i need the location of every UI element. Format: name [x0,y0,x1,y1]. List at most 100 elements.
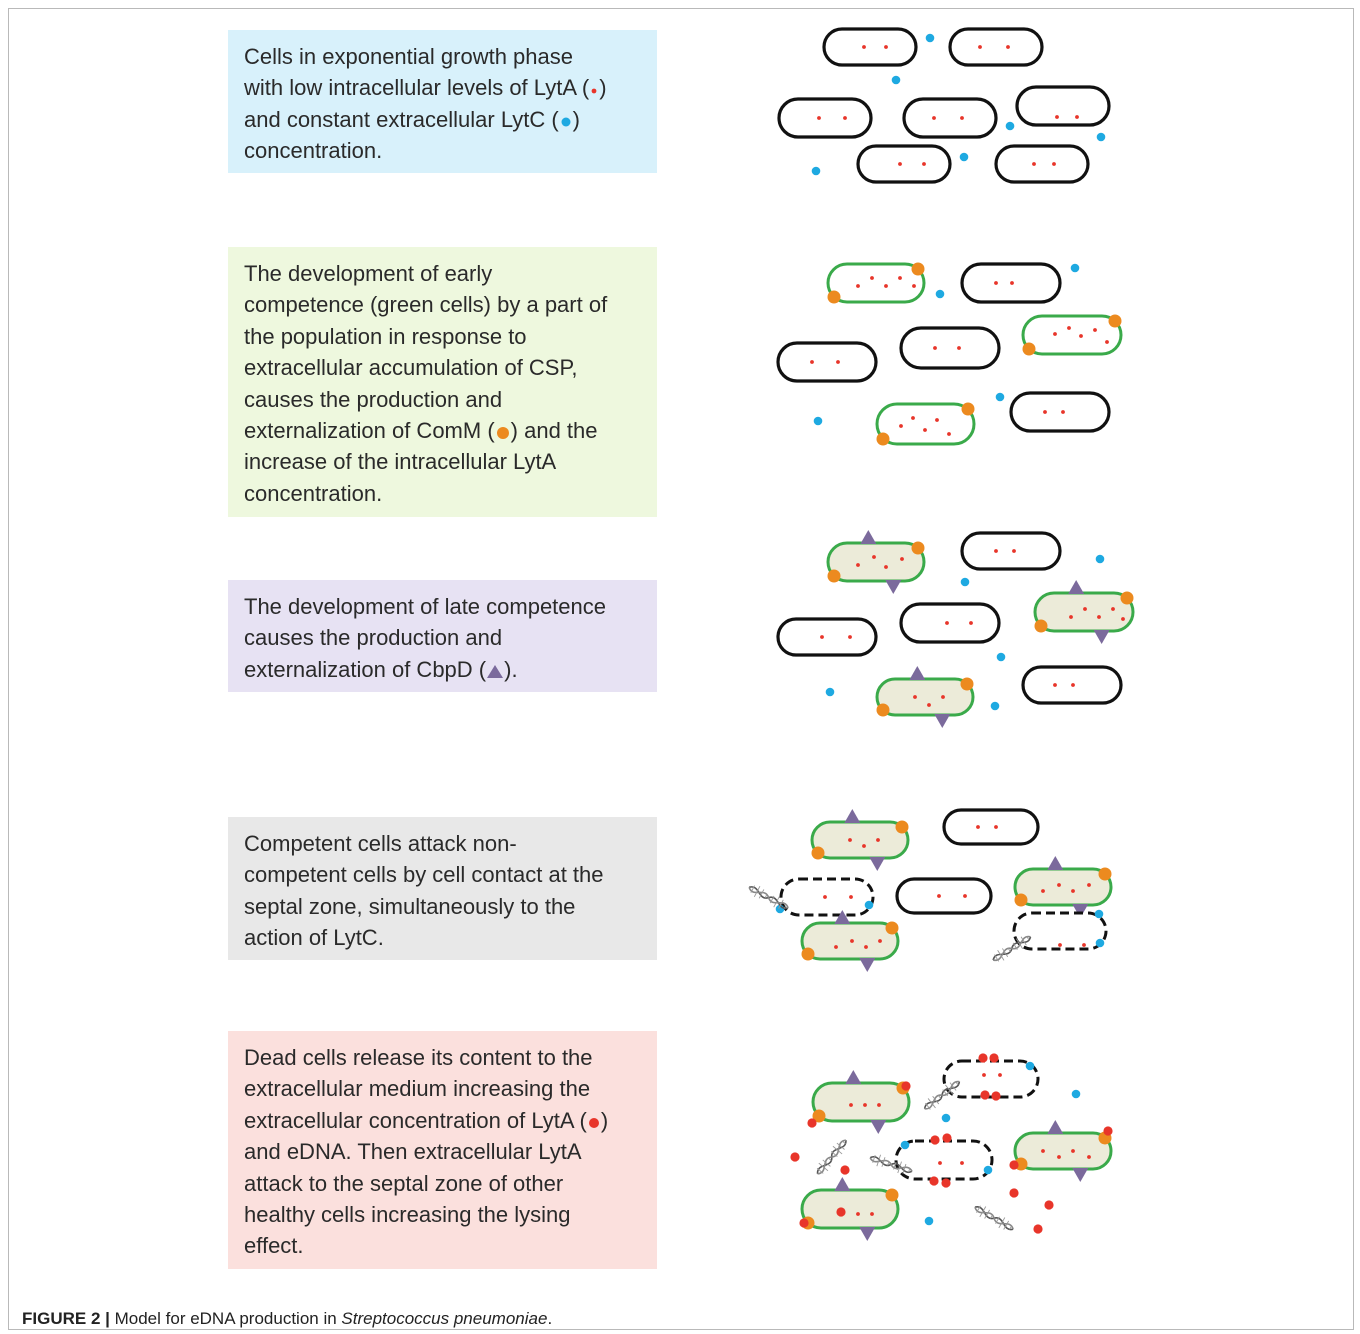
lytc-dot [864,900,874,910]
lyta-dot [849,1103,853,1107]
lytc-dot [1025,1061,1035,1071]
lyta-dot [976,825,980,829]
extracellular-lyta-dot [840,1165,850,1175]
lytc-dot [990,701,1000,711]
lytc-dot [891,75,901,85]
lyta-dot [856,1212,860,1216]
extracellular-lyta-dot [930,1135,940,1145]
extracellular-lyta-dot [980,1090,990,1100]
panel-2-line-5: causes the production and [244,386,503,412]
cell [895,877,993,915]
cell [1021,665,1123,705]
lyta-dot [856,563,860,567]
lyta-dot [1121,617,1125,621]
lytc-dot [924,1216,934,1226]
lyta-dot [957,346,961,350]
lyta-dot [960,1161,964,1165]
lyta-dot [849,895,853,899]
lyta-dot [848,838,852,842]
comm-marker [911,541,925,555]
lyta-dot [933,346,937,350]
cbpd-marker [845,1070,862,1084]
dead-cell [779,877,875,917]
lyta-dot [884,565,888,569]
competent-cell [811,1070,911,1134]
lyta-dot [947,432,951,436]
dead-cell [942,1059,1040,1099]
cell [856,144,952,184]
lytc-dot [959,152,969,162]
cell-wall [777,97,873,139]
lyta-dot [1079,334,1083,338]
extracellular-lyta-dot [1009,1160,1019,1170]
lytc-dot [1005,121,1015,131]
panel-1-line-3: and constant extracellular LytC ( [244,106,559,132]
lyta-dot [1057,883,1061,887]
lyta-dot [927,703,931,707]
panel-5-line-4: and eDNA. Then extracellular LytA [244,1139,582,1165]
cell [899,326,1001,370]
cell-wall [994,144,1090,184]
competent-cell [1013,1120,1113,1182]
comm-marker [960,677,974,691]
comm-marker [1120,591,1134,605]
lytc-dot [900,1140,910,1150]
lytc-dot [1070,263,1080,273]
cbpd-marker [869,857,886,871]
lyta-dot [843,116,847,120]
lyta-dot [1057,1155,1061,1159]
lyta-dot [1055,115,1059,119]
comm-icon [496,427,509,440]
lyta-dot [850,939,854,943]
lyta-dot [878,939,882,943]
cbpd-marker [909,666,926,680]
lyta-dot [994,549,998,553]
lytc-dot [983,1165,993,1175]
panel-3-line-3: externalization of CbpD ( [244,656,487,682]
lyta-dot [836,360,840,364]
lyta-dot [994,281,998,285]
lyta-dot [1087,883,1091,887]
cbpd-marker [859,1227,876,1241]
comm-marker [1034,619,1048,633]
panel-5-line-2: extracellular medium increasing the [244,1076,591,1102]
comm-marker [885,1188,899,1202]
lytc-dot [941,1113,951,1123]
lyta-dot [1032,162,1036,166]
competent-cell [826,530,926,594]
lytc-dot [1094,909,1104,919]
panel-3-line-2: causes the production and [244,625,503,651]
cell-wall [899,326,1001,370]
cell [948,27,1044,67]
lyta-dot [937,894,941,898]
caption-text: Model for eDNA production in [109,1309,342,1328]
lyta-dot [1093,328,1097,332]
cell-wall [800,921,900,961]
cell [1015,85,1111,127]
cell-wall [826,541,926,583]
competent-cell [1013,856,1113,918]
panel-3-line-3-end: ). [504,656,518,682]
cbpd-marker [1047,1120,1064,1134]
panel-5-line-7: effect. [244,1233,304,1259]
panel-1-line-1: Cells in exponential growth phase [244,44,573,69]
figure-caption: FIGURE 2 | Model for eDNA production in … [22,1309,552,1329]
cbpd-marker [1072,904,1089,918]
lytc-dot [825,687,835,697]
comm-marker [1014,893,1028,907]
cell-wall [1009,391,1111,433]
comm-marker [812,1109,826,1123]
lyta-dot [884,284,888,288]
panel-4-line-1: Competent cells attack non- [244,831,517,856]
lyta-dot [823,895,827,899]
lyta-dot [1087,1155,1091,1159]
lyta-dot [941,695,945,699]
panel-4-line-2: competent cells by cell contact at the [244,862,604,888]
cell-wall [942,1059,1040,1099]
comm-marker [876,703,890,717]
lyta-dot [938,1161,942,1165]
cell [902,97,998,139]
competent-cell [1021,314,1123,356]
lyta-dot [863,1103,867,1107]
extracellular-lyta-dot [790,1152,800,1162]
